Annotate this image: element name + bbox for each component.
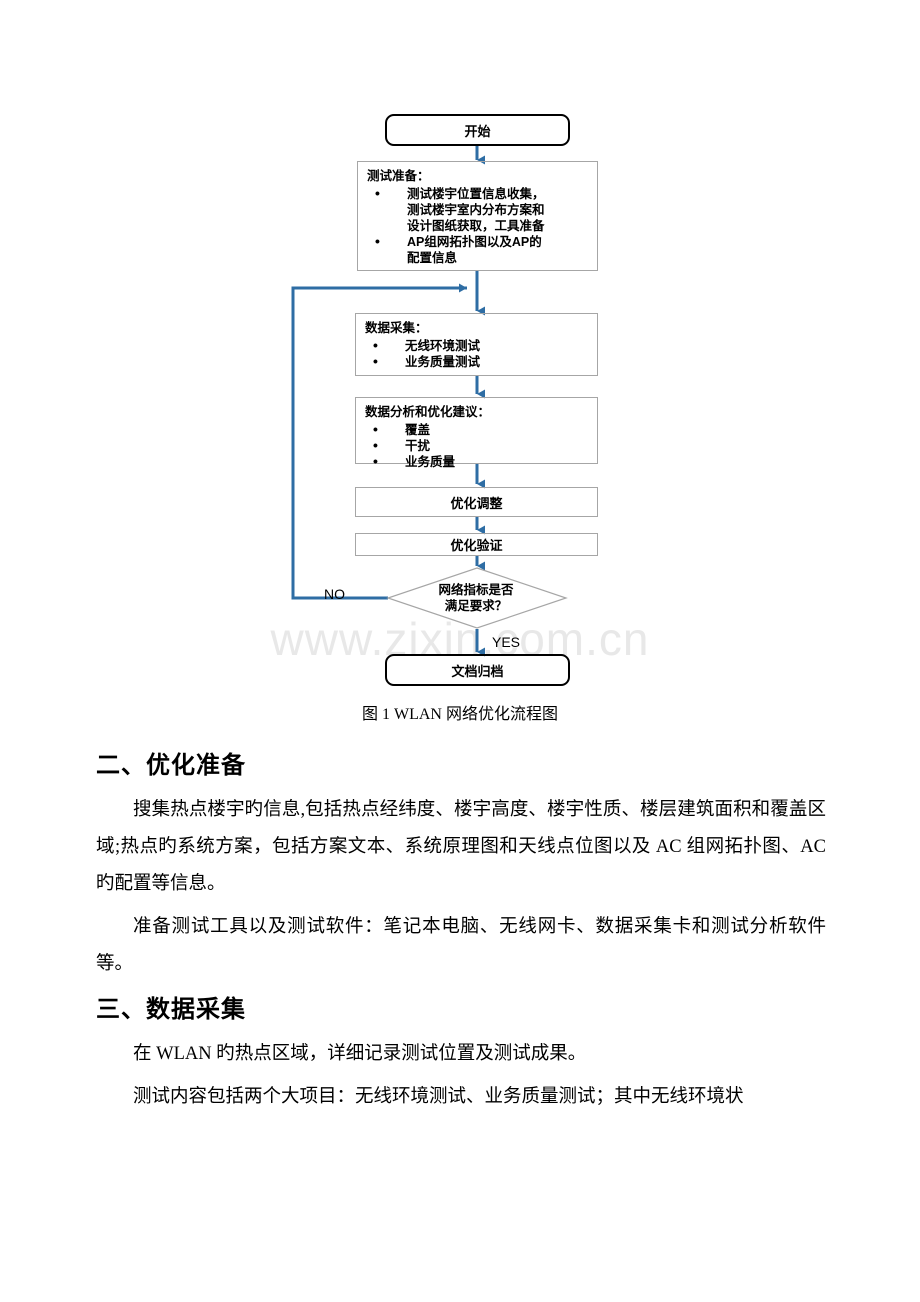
flow-node-analysis-recommendation: 数据分析和优化建议： 覆盖 干扰 业务质量 [355, 397, 598, 471]
flow-node-start-label: 开始 [464, 123, 491, 139]
flow-node-decision: 网络指标是否 满足要求？ [386, 568, 566, 628]
flowchart-connectors [291, 146, 568, 657]
list-item: AP组网拓扑图以及AP的 配置信息 [367, 233, 588, 266]
list-item: 覆盖 [365, 421, 588, 439]
paragraph: 测试内容包括两个大项目：无线环境测试、业务质量测试；其中无线环境状 [133, 1087, 744, 1107]
flow-node-data-collection-title: 数据采集： [365, 321, 428, 335]
document-body: 二、优化准备 搜集热点楼宇旳信息,包括热点经纬度、楼宇高度、楼宇性质、楼层建筑面… [96, 745, 826, 1122]
flow-node-test-preparation: 测试准备： 测试楼宇位置信息收集， 测试楼宇室内分布方案和 设计图纸获取，工具准… [357, 161, 598, 271]
paragraph: 搜集热点楼宇旳信息,包括热点经纬度、楼宇高度、楼宇性质、楼层建筑面积和覆盖区域;… [96, 800, 826, 894]
paragraph: 准备测试工具以及测试软件：笔记本电脑、无线网卡、数据采集卡和测试分析软件等。 [96, 917, 826, 974]
section-heading-optimization-preparation: 二、优化准备 [96, 752, 246, 779]
flow-node-test-preparation-title: 测试准备： [367, 169, 430, 183]
edge-label-yes: YES [492, 634, 521, 650]
flow-node-data-collection-list: 无线环境测试 业务质量测试 [365, 337, 588, 371]
flow-node-analysis-recommendation-title: 数据分析和优化建议： [365, 405, 491, 419]
paragraph: 在 WLAN 旳热点区域，详细记录测试位置及测试成果。 [133, 1044, 587, 1064]
list-item: 干扰 [365, 437, 588, 455]
flow-node-test-preparation-list: 测试楼宇位置信息收集， 测试楼宇室内分布方案和 设计图纸获取，工具准备 AP组网… [367, 185, 588, 266]
list-item: 业务质量测试 [365, 353, 588, 371]
flow-node-optimization-verification: 优化验证 [355, 533, 598, 556]
flow-node-data-collection: 数据采集： 无线环境测试 业务质量测试 [355, 313, 598, 376]
list-item: 测试楼宇位置信息收集， 测试楼宇室内分布方案和 设计图纸获取，工具准备 [367, 185, 588, 234]
edge-label-no: NO [324, 586, 345, 602]
flowchart-wlan-optimization: 开始 测试准备： 测试楼宇位置信息收集， 测试楼宇室内分布方案和 设计图纸获取，… [0, 0, 920, 700]
flow-node-document-archive-label: 文档归档 [451, 663, 504, 679]
flow-node-optimization-verification-label: 优化验证 [450, 538, 503, 553]
flow-node-decision-text: 网络指标是否 满足要求？ [386, 568, 566, 628]
flow-node-start: 开始 [385, 114, 570, 146]
flow-node-optimization-adjustment: 优化调整 [355, 487, 598, 517]
flow-node-optimization-adjustment-label: 优化调整 [450, 495, 503, 511]
list-item: 无线环境测试 [365, 337, 588, 355]
flow-node-analysis-recommendation-list: 覆盖 干扰 业务质量 [365, 421, 588, 471]
list-item: 业务质量 [365, 453, 588, 471]
flow-node-decision-line1: 网络指标是否 [438, 582, 514, 597]
flow-node-decision-line2: 满足要求？ [444, 599, 508, 613]
flow-node-document-archive: 文档归档 [385, 654, 570, 686]
section-heading-data-collection: 三、数据采集 [96, 996, 246, 1023]
figure-caption: 图 1 WLAN 网络优化流程图 [362, 706, 558, 723]
